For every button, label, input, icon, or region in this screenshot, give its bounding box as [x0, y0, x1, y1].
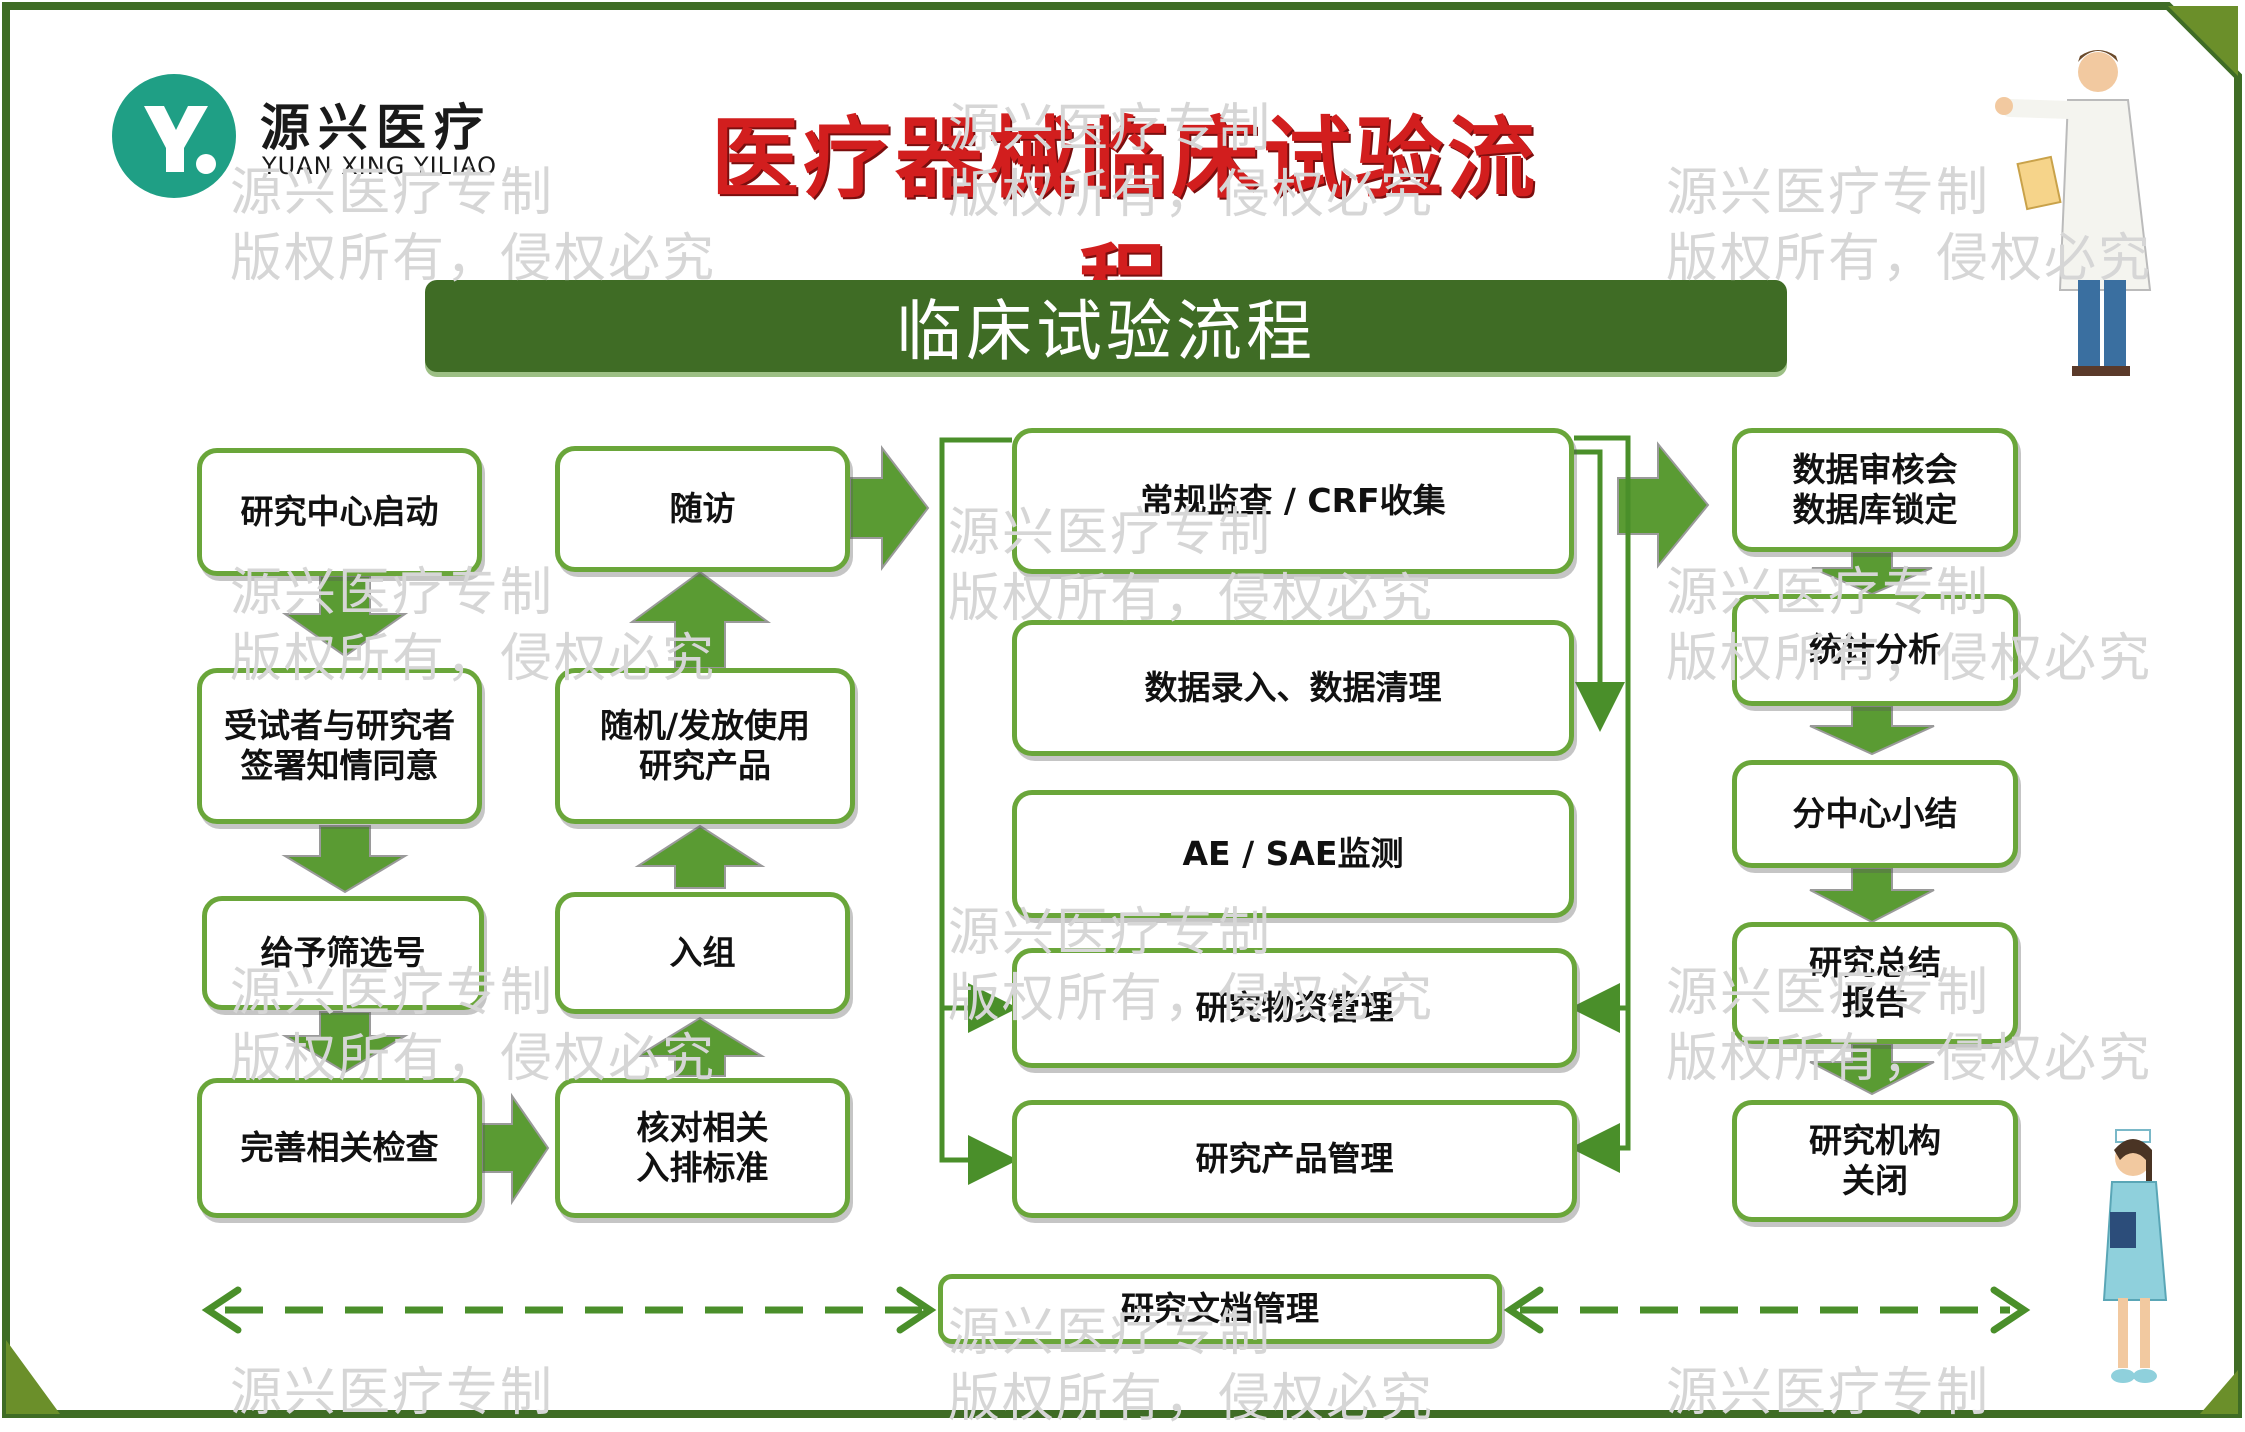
step-product-mgmt: 研究产品管理 — [1012, 1100, 1577, 1218]
step-data-entry: 数据录入、数据清理 — [1012, 620, 1574, 756]
step-ae-sae: AE / SAE监测 — [1012, 790, 1574, 918]
arrows-horizontal — [481, 441, 1710, 1206]
step-related-exams: 完善相关检查 — [197, 1078, 482, 1218]
column3-left-bracket — [939, 437, 1018, 1185]
step-final-report: 研究总结 报告 — [1732, 922, 2018, 1044]
step-follow-up: 随访 — [555, 446, 850, 572]
step-site-initiation: 研究中心启动 — [197, 448, 482, 576]
step-document-mgmt: 研究文档管理 — [938, 1274, 1502, 1344]
page-title: 医疗器械临床试验流程 — [710, 107, 1539, 337]
step-database-lock: 数据审核会 数据库锁定 — [1732, 428, 2018, 552]
step-enrollment: 入组 — [555, 892, 850, 1014]
step-statistics: 统计分析 — [1732, 594, 2018, 706]
step-randomization: 随机/发放使用 研究产品 — [555, 668, 855, 824]
section-banner: 临床试验流程 — [425, 280, 1787, 372]
brand-subtitle: YUAN XING YILIAO — [262, 152, 497, 180]
step-site-closeout: 研究机构 关闭 — [1732, 1100, 2018, 1222]
step-monitoring-crf: 常规监查 / CRF收集 — [1012, 428, 1574, 574]
doctor-illustration — [1995, 50, 2152, 376]
arrows-column4 — [1809, 551, 1935, 1096]
step-screening-number: 给予筛选号 — [202, 896, 484, 1010]
nurse-illustration — [2102, 1129, 2168, 1383]
arrows-column1 — [281, 575, 409, 1074]
brand-name: 源兴医疗 — [260, 99, 492, 157]
step-supplies-mgmt: 研究物资管理 — [1012, 948, 1577, 1068]
column3-right-bracket — [1570, 435, 1631, 1173]
step-check-criteria: 核对相关 入排标准 — [555, 1078, 850, 1218]
step-site-summary: 分中心小结 — [1732, 760, 2018, 868]
step-informed-consent: 受试者与研究者 签署知情同意 — [197, 668, 482, 824]
arrows-column2 — [628, 570, 772, 1077]
brand-logo — [112, 74, 236, 198]
